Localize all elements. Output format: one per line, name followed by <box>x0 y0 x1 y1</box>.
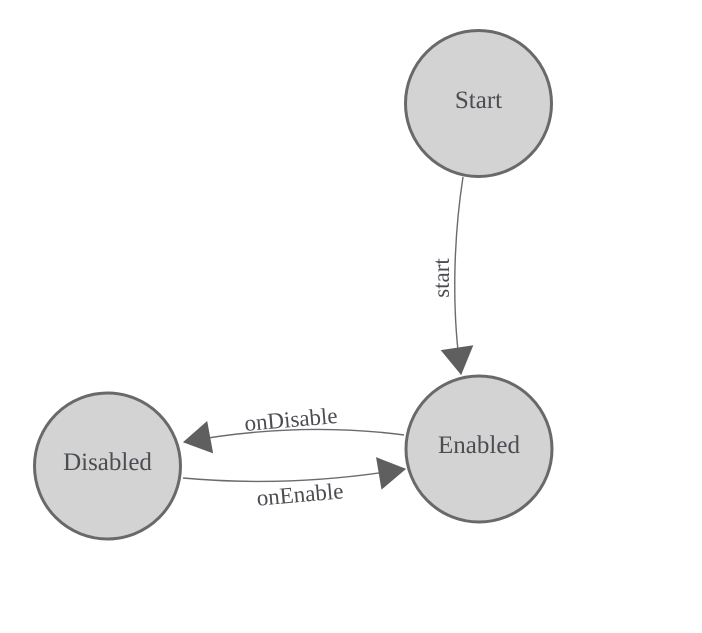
edge-enabled-to-disabled <box>182 420 405 454</box>
edges-layer: start onDisable onEnable <box>182 176 474 511</box>
node-disabled-label: Disabled <box>63 449 152 476</box>
node-disabled[interactable]: Disabled <box>33 391 182 541</box>
node-enabled-label: Enabled <box>438 432 520 459</box>
edge-start-to-enabled <box>440 176 474 376</box>
node-start[interactable]: Start <box>404 29 553 178</box>
node-enabled-circle[interactable] <box>404 374 554 524</box>
edge-label-onenable: onEnable <box>256 478 345 510</box>
edge-disabled-to-enabled <box>182 457 407 490</box>
edge-label-ondisable: onDisable <box>243 403 338 436</box>
node-start-circle[interactable] <box>404 29 553 178</box>
node-enabled[interactable]: Enabled <box>404 374 554 524</box>
node-start-label: Start <box>455 87 502 114</box>
node-disabled-circle[interactable] <box>33 391 182 541</box>
edge-label-start: start <box>429 258 454 298</box>
